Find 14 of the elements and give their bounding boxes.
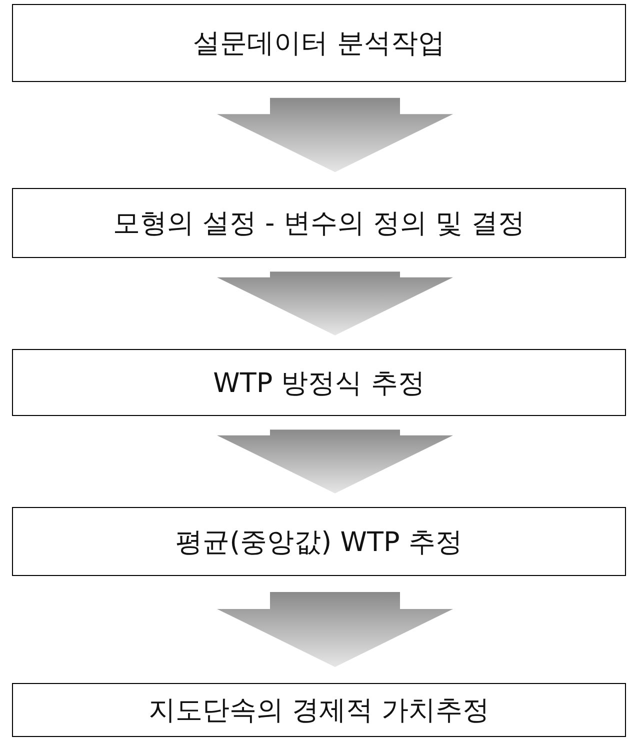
process-box xyxy=(12,188,626,258)
step-label: 지도단속의 경제적 가치추정 xyxy=(148,694,490,728)
process-box xyxy=(12,349,626,416)
process-box xyxy=(12,683,626,737)
block-arrow xyxy=(217,272,453,336)
process-box xyxy=(12,4,626,82)
block-arrow xyxy=(217,592,453,667)
step-label: 모형의 설정 - 변수의 정의 및 결정 xyxy=(112,207,526,241)
block-arrow xyxy=(217,98,453,172)
step-label: 평균(중앙값) WTP 추정 xyxy=(176,526,462,560)
step-label: WTP 방정식 추정 xyxy=(213,366,425,400)
process-box xyxy=(12,507,626,576)
step-label: 설문데이터 분석작업 xyxy=(193,27,445,61)
block-arrow xyxy=(217,430,453,494)
